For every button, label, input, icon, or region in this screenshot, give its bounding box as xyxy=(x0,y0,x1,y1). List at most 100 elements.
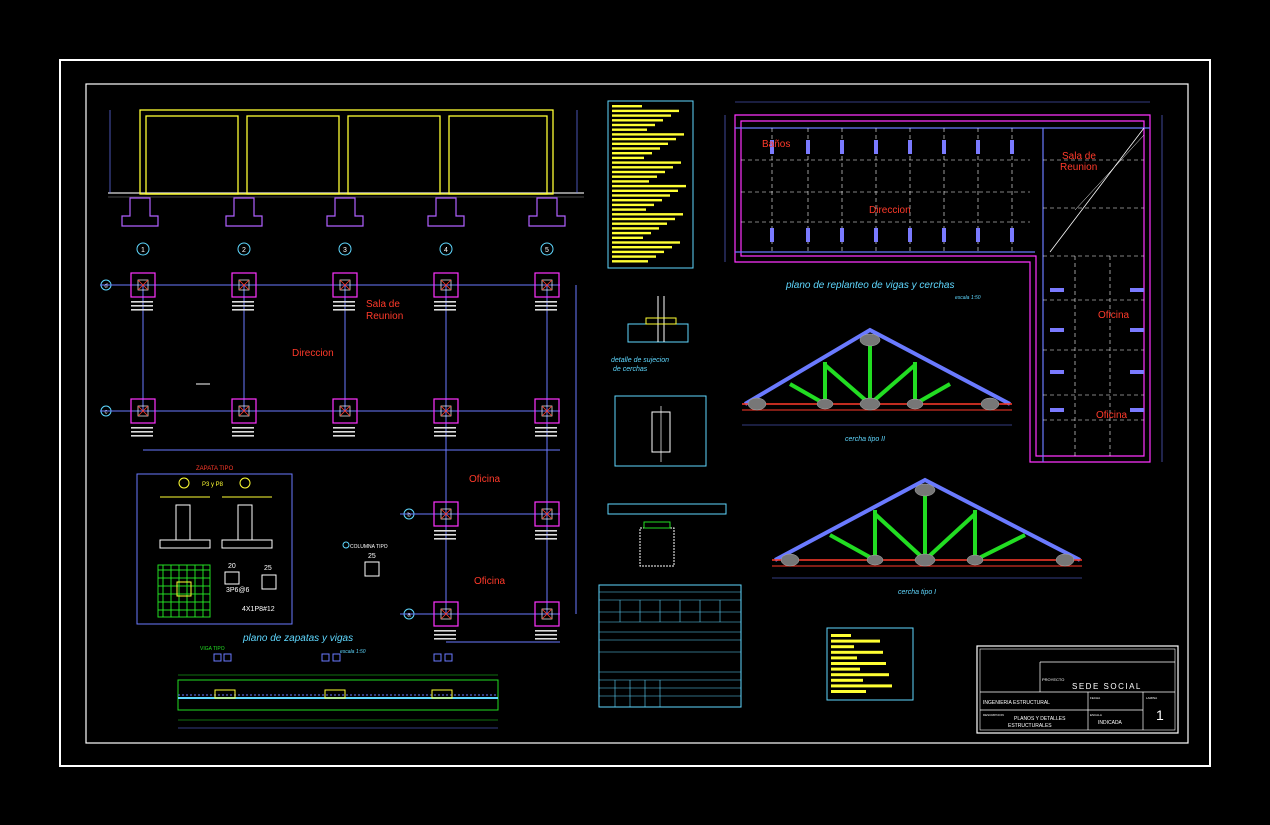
note-line xyxy=(612,241,680,244)
axis-bubble xyxy=(237,242,251,256)
footing-note xyxy=(535,305,557,307)
roof-plan-title: plano de replanteo de vigas y cerchas xyxy=(785,280,954,291)
outer-border xyxy=(59,59,1211,767)
note-line xyxy=(612,166,673,169)
room-label-sala-foundation-2: Reunion xyxy=(366,311,403,322)
note-line xyxy=(612,137,676,141)
note-line xyxy=(612,260,648,263)
truss-marker xyxy=(976,228,980,242)
footing[interactable] xyxy=(433,272,459,298)
footing-note xyxy=(333,435,355,437)
scale-label: ESCALA xyxy=(1090,713,1102,717)
axis-label: 2 xyxy=(242,247,246,254)
truss-type-2[interactable] xyxy=(742,327,1012,426)
footing-note xyxy=(434,435,456,437)
axis-label: 5 xyxy=(545,247,549,254)
footing[interactable] xyxy=(332,272,358,298)
footing-note xyxy=(434,427,456,429)
beam-detail[interactable] xyxy=(177,653,499,729)
footing-note xyxy=(535,435,557,437)
column xyxy=(440,508,452,520)
footing[interactable] xyxy=(433,601,459,627)
row-label: c xyxy=(105,410,108,416)
note-line xyxy=(612,133,684,136)
roof-plan[interactable] xyxy=(724,101,1163,463)
truss-marker xyxy=(908,228,912,242)
frame-elevation[interactable] xyxy=(108,109,584,227)
text-layer: Sala de Reunion Direccion Oficina Oficin… xyxy=(196,139,1164,729)
truss-anchor-detail[interactable] xyxy=(627,296,689,343)
truss-1-title: cercha tipo I xyxy=(898,589,936,596)
footing[interactable] xyxy=(130,398,156,424)
footing[interactable] xyxy=(534,398,560,424)
footing[interactable] xyxy=(433,398,459,424)
footing[interactable] xyxy=(534,272,560,298)
note-line xyxy=(612,189,678,192)
steel-schedule-table[interactable] xyxy=(598,584,742,708)
footing-note xyxy=(535,530,557,532)
footing-note xyxy=(232,305,254,307)
legend-line xyxy=(831,667,860,671)
column-mark xyxy=(339,405,351,417)
note-line xyxy=(612,213,683,216)
footing[interactable] xyxy=(433,501,459,527)
row-label: b xyxy=(407,513,411,519)
footing-note xyxy=(535,538,557,540)
legend-line xyxy=(831,673,889,677)
footing[interactable] xyxy=(534,601,560,627)
axis-bubble xyxy=(540,242,554,256)
note-line xyxy=(612,227,659,230)
room-label-sala-foundation-1: Sala de xyxy=(366,299,400,310)
column-mark xyxy=(238,405,250,417)
footing-note xyxy=(434,634,456,636)
truss-type-1[interactable] xyxy=(772,477,1082,579)
connection-detail[interactable] xyxy=(607,503,727,567)
column-detail[interactable] xyxy=(342,541,380,577)
footing-note xyxy=(434,305,456,307)
room-label-direccion-roof: Direccion xyxy=(869,205,911,216)
legend-line xyxy=(831,650,883,654)
foundation-plan-title: plano de zapatas y vigas xyxy=(242,633,353,644)
truss-marker xyxy=(770,228,774,242)
reinforcement-detail[interactable] xyxy=(614,395,707,467)
note-line xyxy=(612,142,668,145)
truss-marker xyxy=(874,228,878,242)
footing[interactable] xyxy=(332,398,358,424)
footing-note xyxy=(535,634,557,636)
column xyxy=(339,279,351,291)
footing-note xyxy=(535,431,557,433)
footing-note xyxy=(333,431,355,433)
truss-marker xyxy=(1050,408,1064,412)
legend-line xyxy=(831,690,866,693)
footing-note xyxy=(232,301,254,303)
truss-marker xyxy=(1130,370,1144,374)
description-line-1: PLANOS Y DETALLES xyxy=(1014,716,1066,722)
footing-note xyxy=(333,305,355,307)
truss-marker xyxy=(840,228,844,242)
note-line xyxy=(612,175,657,178)
note-line xyxy=(612,105,642,108)
footing[interactable] xyxy=(231,272,257,298)
note-line xyxy=(612,114,671,117)
note-line xyxy=(612,217,675,221)
footing-note xyxy=(232,431,254,433)
foundation-plan[interactable] xyxy=(100,272,577,643)
footing[interactable] xyxy=(231,398,257,424)
truss-marker xyxy=(908,140,912,154)
inner-border xyxy=(85,83,1189,744)
column-detail-title: COLUMNA TIPO xyxy=(350,544,388,550)
column-mark xyxy=(541,405,553,417)
axis-bubble xyxy=(338,242,352,256)
column xyxy=(137,279,149,291)
footing[interactable] xyxy=(534,501,560,527)
footing[interactable] xyxy=(130,272,156,298)
note-line xyxy=(612,208,646,211)
axis-label: 4 xyxy=(444,247,448,254)
footing-note xyxy=(131,309,153,311)
footing-note xyxy=(131,305,153,307)
footing-detail[interactable] xyxy=(136,473,293,625)
note-line xyxy=(612,203,654,207)
column xyxy=(541,508,553,520)
truss-marker xyxy=(1050,288,1064,292)
